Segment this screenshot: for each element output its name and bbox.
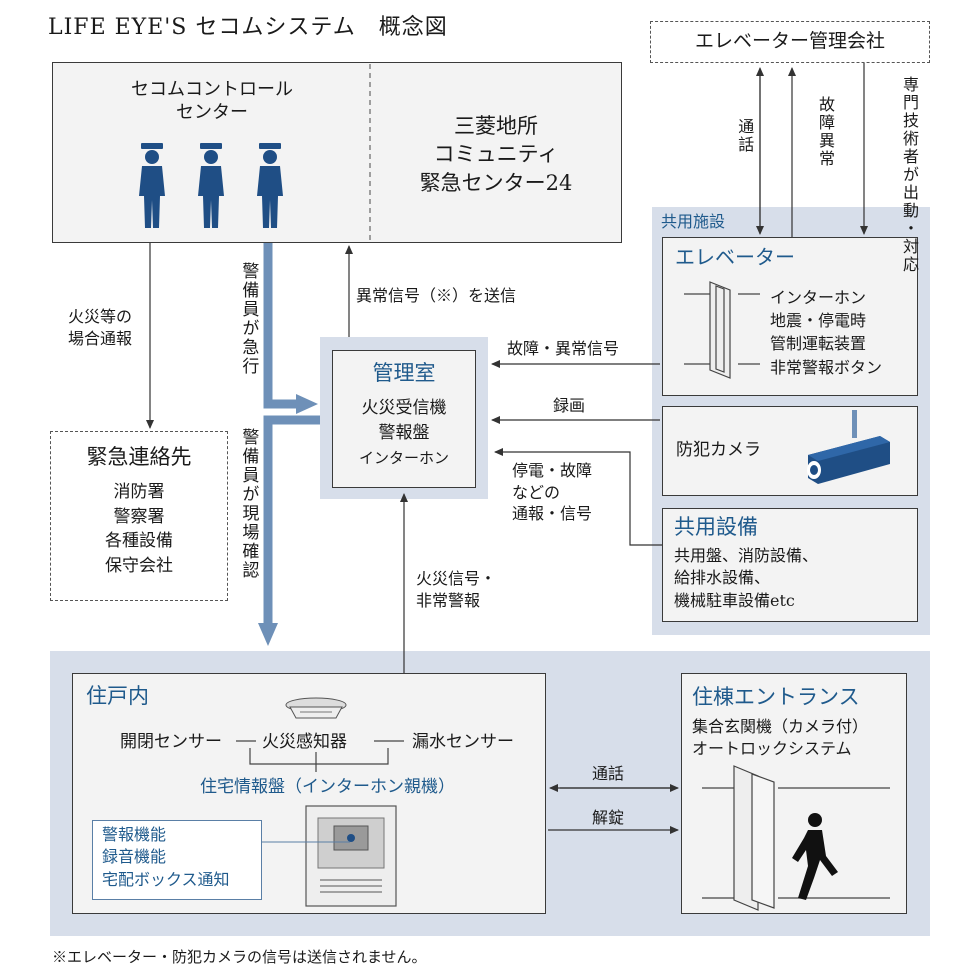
secom-center-line2: センター: [176, 102, 248, 124]
emergency-contacts-items: 消防署 警察署 各種設備 保守会社: [50, 480, 228, 579]
guard-confirm-arrow: [263, 415, 320, 625]
shared-facilities-label: 共用施設: [661, 212, 726, 231]
elevator-item: 管制運転装置: [770, 334, 867, 354]
fire-detector-icon: [285, 697, 347, 719]
fire-report-label: 火災等の 場合通報: [50, 306, 150, 349]
emergency-contact-item: 各種設備: [105, 531, 173, 552]
control-room-title: 管理室: [372, 361, 436, 385]
emergency-contact-item: 警察署: [113, 506, 165, 527]
walking-person-icon: [792, 813, 838, 900]
emergency-contacts-box: [50, 431, 228, 601]
control-room-item: インターホン: [358, 449, 449, 468]
control-room-item: 警報盤: [378, 422, 430, 443]
footnote: ※エレベーター・防犯カメラの信号は送信されません。: [52, 948, 427, 966]
elevator-company-box: [650, 21, 930, 63]
outage-report-line: 停電・故障: [512, 461, 593, 480]
security-guard-icon: [198, 143, 224, 228]
emergency-contact-item: 消防署: [113, 482, 165, 502]
sensor-open-close: 開閉センサー: [120, 732, 222, 752]
sensor-water: 漏水センサー: [412, 732, 514, 752]
elevator-box: [662, 237, 918, 396]
secom-center-label: セコムコントロール センター: [56, 78, 368, 125]
shared-equipment-items: 共用盤、消防設備、 給排水設備、 機械駐車設備etc: [674, 545, 818, 612]
shared-equipment-title: 共用設備: [674, 515, 758, 539]
guard-confirm-label: 警備員が現場確認: [238, 428, 259, 580]
elevator-title: エレベーター: [675, 245, 795, 269]
fire-report-line: 火災等の: [67, 307, 132, 326]
emergency-contacts-title: 緊急連絡先: [86, 445, 192, 469]
functions-list: 警報機能 録音機能 宅配ボックス通知: [102, 824, 230, 891]
shared-equipment-item: 給排水設備、: [674, 568, 771, 588]
recording-label: 録画: [553, 396, 586, 415]
functions-box: [92, 820, 262, 900]
entrance-title: 住棟エントランス: [692, 685, 860, 709]
fire-report-line: 場合通報: [67, 328, 132, 348]
elevator-door-icon: [684, 281, 760, 379]
entrance-door-icon: [702, 765, 890, 911]
abnormal-signal-label: 異常信号（※）を送信: [356, 286, 517, 305]
mitsubishi-center-line1: 三菱地所: [454, 114, 538, 138]
elevator-company-label: エレベーター管理会社: [694, 30, 885, 52]
security-camera-icon: [807, 410, 890, 484]
control-room-item: 火災受信機: [361, 398, 447, 418]
outage-report-line: 通報・信号: [512, 504, 593, 524]
sensor-bracket: [236, 740, 404, 772]
control-room-items: 火災受信機 警報盤 インターホン: [332, 396, 476, 470]
fault-signal-label: 故障・異常信号: [507, 339, 620, 358]
function-item: 警報機能: [102, 825, 167, 844]
elevator-item: インターホン: [770, 288, 867, 307]
outage-report-line: などの: [512, 482, 561, 502]
guard-rush-label: 警備員が急行: [238, 262, 259, 376]
mitsubishi-center-line2: コミュニティ: [433, 142, 559, 167]
mitsubishi-center-line3: 緊急センター24: [419, 170, 573, 195]
control-room-box: [332, 350, 476, 488]
home-intercom-icon: [305, 805, 397, 907]
outage-report-label: 停電・故障 などの 通報・信号: [512, 460, 592, 525]
fire-alarm-line: 非常警報: [416, 591, 481, 611]
shared-equipment-item: 機械駐車設備etc: [674, 590, 795, 610]
secom-center-line1: セコムコントロール: [131, 79, 293, 100]
function-item: 録音機能: [102, 847, 167, 867]
entrance-item: オートロックシステム: [692, 739, 852, 759]
guard-rush-arrow: [263, 243, 298, 409]
fault-top-label: 故障異常: [816, 96, 835, 168]
elevator-items: インターホン 地震・停電時 管制運転装置 非常警報ボタン: [770, 286, 882, 379]
shared-equipment-item: 共用盤、消防設備、: [674, 546, 819, 565]
sensor-fire: 火災感知器: [262, 732, 347, 752]
dwelling-title: 住戸内: [86, 684, 149, 708]
elevator-item: 地震・停電時: [770, 311, 867, 331]
call-label: 通話: [592, 764, 625, 783]
function-item: 宅配ボックス通知: [102, 869, 230, 889]
page-title: LIFE EYE'S セコムシステム 概念図: [48, 15, 448, 40]
emergency-contact-item: 保守会社: [105, 555, 173, 576]
fire-alarm-label: 火災信号・ 非常警報: [416, 568, 496, 613]
unlock-label: 解錠: [592, 808, 625, 827]
entrance-items: 集合玄関機（カメラ付） オートロックシステム: [692, 716, 868, 761]
security-guard-icon: [257, 143, 283, 228]
security-guard-icon: [139, 143, 165, 228]
fire-alarm-line: 火災信号・: [416, 569, 497, 588]
security-camera-label: 防犯カメラ: [676, 440, 761, 460]
outage-report-arrow: [494, 448, 662, 546]
mitsubishi-center-label: 三菱地所 コミュニティ 緊急センター24: [372, 112, 620, 197]
entrance-item: 集合玄関機（カメラ付）: [692, 717, 869, 736]
home-info-panel-label: 住宅情報盤（インターホン親機）: [200, 777, 455, 797]
call-top-label: 通話: [735, 118, 755, 154]
entrance-box: [681, 673, 907, 914]
elevator-item: 非常警報ボタン: [770, 357, 883, 377]
shared-equipment-box: [662, 508, 918, 622]
